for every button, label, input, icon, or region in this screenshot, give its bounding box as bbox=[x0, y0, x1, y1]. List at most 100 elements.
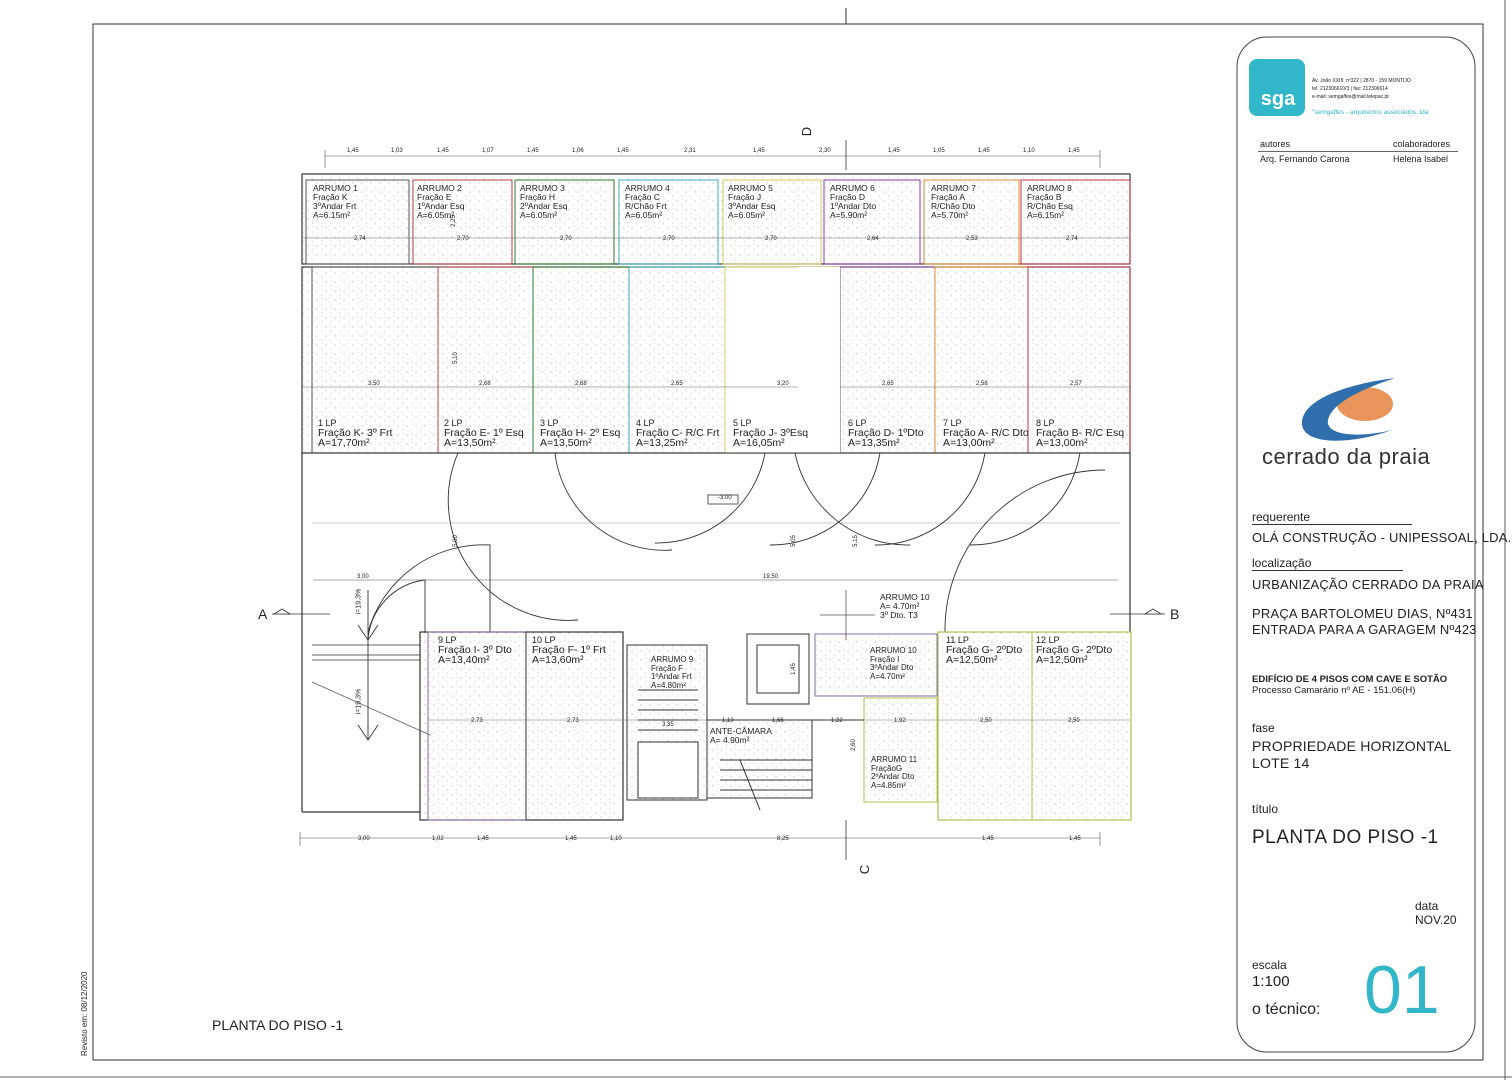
dimension-label: 2,73 bbox=[567, 718, 579, 724]
dimension-label: 2,70 bbox=[663, 236, 675, 242]
dimension-label: 2,68 bbox=[575, 381, 587, 387]
municipal-process: Processo Camarário nº AE - 151.06(H) bbox=[1252, 685, 1416, 696]
office-logo-text: sga bbox=[1260, 88, 1296, 110]
level-mark: -3.00 bbox=[718, 495, 732, 501]
dimension-label: 1,06 bbox=[572, 148, 584, 154]
dimension-label: 1,03 bbox=[391, 148, 403, 154]
dimension-label: 2,74 bbox=[354, 236, 366, 242]
section-marker-d: D bbox=[799, 126, 815, 137]
dimension-label: 1,45 bbox=[978, 148, 990, 154]
ramp-slope: i=19,3% bbox=[355, 588, 363, 615]
dimension-label: 2,53 bbox=[966, 236, 978, 242]
fase-line-2: LOTE 14 bbox=[1252, 755, 1310, 771]
building-description: EDIFÍCIO DE 4 PISOS COM CAVE E SOTÃO bbox=[1252, 674, 1448, 685]
dimension-label: 1,45 bbox=[888, 148, 900, 154]
dimension-label: 2,65 bbox=[882, 381, 894, 387]
dimension-label: 1,10 bbox=[722, 718, 734, 724]
technician-label: o técnico: bbox=[1252, 1001, 1321, 1018]
fase-line-1: PROPRIEDADE HORIZONTAL bbox=[1252, 738, 1452, 754]
collaborators-label: colaboradores bbox=[1393, 139, 1451, 149]
dimension-label: 5,15 bbox=[852, 535, 859, 547]
title-block-frame bbox=[1236, 36, 1476, 1053]
dimension-label: 3,35 bbox=[662, 722, 674, 728]
parking-row-bottom bbox=[419, 631, 1132, 821]
footer-title: PLANTA DO PISO -1 bbox=[212, 1017, 344, 1033]
dimension-label: 1,07 bbox=[482, 148, 494, 154]
parking-row-top bbox=[301, 266, 1131, 454]
dimension-label: 3,50 bbox=[368, 381, 380, 387]
dimension-label: 1,45 bbox=[477, 836, 489, 842]
dimension-label: 8,25 bbox=[777, 836, 789, 842]
location-line-2: PRAÇA BARTOLOMEU DIAS, Nº431 bbox=[1252, 606, 1473, 621]
section-marker-c: C bbox=[857, 864, 873, 875]
storage-row bbox=[301, 173, 1131, 265]
revision-note: Revisto em: 08/12/2020 bbox=[80, 971, 89, 1057]
dimension-label: 1,45 bbox=[982, 836, 994, 842]
titulo-label: título bbox=[1252, 802, 1279, 816]
brand-name: cerrado da praia bbox=[1262, 444, 1431, 469]
dimension-label: 2,70 bbox=[457, 236, 469, 242]
office-address: Av. João XXIII, nº322 | 2870 - 159 MONTI… bbox=[1312, 78, 1411, 100]
sheet-number: 01 bbox=[1364, 952, 1440, 1028]
dimension-label: 2,58 bbox=[976, 381, 988, 387]
drawing-title: PLANTA DO PISO -1 bbox=[1252, 827, 1439, 848]
driving-aisle bbox=[301, 452, 1131, 813]
authors-name: Arq. Fernando Carona bbox=[1260, 154, 1350, 164]
collaborators-name: Helena Isabel bbox=[1393, 154, 1449, 164]
dimension-label: 1,45 bbox=[347, 148, 359, 154]
localizacao-label: localização bbox=[1252, 556, 1404, 571]
dimension-label: 1,05 bbox=[933, 148, 945, 154]
dimension-label: 1,45 bbox=[753, 148, 765, 154]
section-marker-b: B bbox=[1170, 606, 1180, 622]
dimension-label: 2,25 bbox=[450, 215, 457, 227]
dimension-label: 1,45 bbox=[565, 836, 577, 842]
sheet-border bbox=[92, 23, 1484, 1061]
dimension-label: 1,45 bbox=[1068, 148, 1080, 154]
dimension-label: 1,02 bbox=[432, 836, 444, 842]
dimension-label: 2,30 bbox=[819, 148, 831, 154]
dimension-label: 2,50 bbox=[980, 718, 992, 724]
cerrado-logo-icon bbox=[1301, 378, 1395, 441]
dimension-label: 19,50 bbox=[763, 574, 779, 580]
sga-logo-icon bbox=[1249, 59, 1305, 116]
dimension-label: 2,73 bbox=[471, 718, 483, 724]
dimension-label: 2,60 bbox=[850, 739, 857, 751]
dimension-label: 1,92 bbox=[894, 718, 906, 724]
fase-label: fase bbox=[1252, 721, 1275, 735]
section-marker-a: A bbox=[258, 606, 268, 622]
dimension-label: 1,32 bbox=[831, 718, 843, 724]
dimension-label: 2,57 bbox=[1070, 381, 1082, 387]
dimension-label: 2,31 bbox=[684, 148, 696, 154]
scale-value: 1:100 bbox=[1252, 973, 1290, 990]
dimension-label: 1,66 bbox=[772, 718, 784, 724]
dimension-label: 2,70 bbox=[560, 236, 572, 242]
dimension-label: 1,45 bbox=[1069, 836, 1081, 842]
dimension-label: 3,20 bbox=[777, 381, 789, 387]
requerente-value: OLÁ CONSTRUÇÃO - UNIPESSOAL, LDA. bbox=[1252, 530, 1512, 545]
dimension-label: 3,00 bbox=[357, 574, 369, 580]
dimension-label: 1,45 bbox=[790, 663, 797, 675]
dimension-label: 1,45 bbox=[527, 148, 539, 154]
dimension-label: 2,64 bbox=[867, 236, 879, 242]
dimension-lines bbox=[299, 150, 1118, 846]
dimension-label: 1,10 bbox=[610, 836, 622, 842]
scale-label: escala bbox=[1252, 958, 1287, 972]
section-lines bbox=[272, 140, 1165, 860]
requerente-label: requerente bbox=[1252, 510, 1413, 525]
